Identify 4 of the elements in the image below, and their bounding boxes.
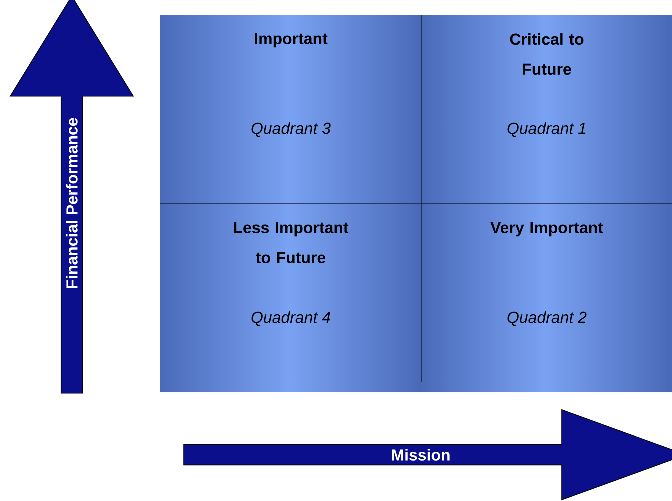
quadrant-cell: Very Important Quadrant 2 — [490, 222, 604, 326]
quadrant-cell: Less Important to Future Quadrant 4 — [234, 222, 349, 326]
quadrant-cell: Critical to Future Quadrant 1 — [508, 33, 586, 138]
quadrant-cell: Important Quadrant 3 — [252, 33, 331, 138]
